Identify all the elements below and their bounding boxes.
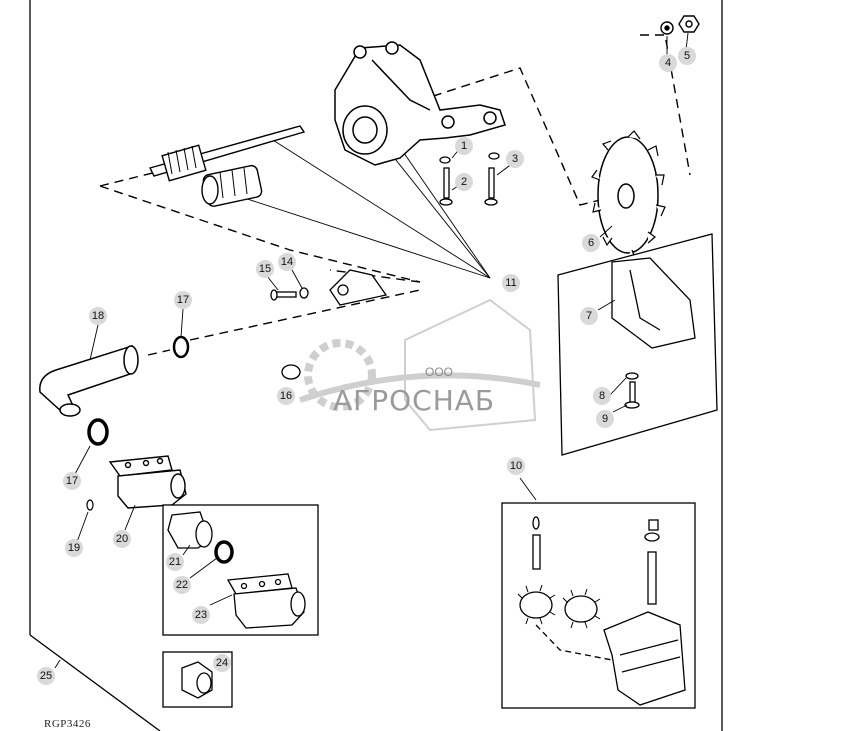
callout-11: 11	[502, 274, 520, 292]
callout-17-bottom: 17	[63, 472, 81, 490]
callout-21: 21	[166, 553, 184, 571]
watermark-line2: АГРОСНАБ	[333, 384, 496, 417]
callout-14: 14	[278, 253, 296, 271]
callout-17-top: 17	[174, 291, 192, 309]
shield-box	[557, 233, 718, 456]
callout-6: 6	[582, 234, 600, 252]
callout-leaders	[54, 32, 689, 669]
callout-10: 10	[507, 457, 525, 475]
callout-23: 23	[192, 606, 210, 624]
oil-pump-body	[334, 41, 506, 166]
callout-20: 20	[113, 530, 131, 548]
callout-1: 1	[455, 137, 473, 155]
callout-19: 19	[65, 539, 83, 557]
watermark-logo	[299, 298, 541, 432]
callout-9: 9	[596, 410, 614, 428]
callout-4: 4	[659, 54, 677, 72]
driven-gear	[591, 130, 666, 259]
adapter-box	[162, 504, 319, 636]
idler-gear	[201, 164, 263, 207]
elbow-fitting	[108, 455, 187, 509]
oil-pipe	[39, 344, 139, 417]
callout-18: 18	[89, 307, 107, 325]
callout-22: 22	[173, 576, 191, 594]
callout-8: 8	[593, 387, 611, 405]
nut-and-washer	[660, 15, 700, 35]
callout-15: 15	[256, 260, 274, 278]
bolts-2-3	[439, 152, 500, 206]
callout-2: 2	[455, 173, 473, 191]
callout-7: 7	[580, 307, 598, 325]
leader-lines-11	[234, 134, 491, 279]
dashed-assembly-lines	[99, 34, 691, 372]
bracket-parts	[270, 269, 388, 380]
callout-24: 24	[213, 654, 231, 672]
callout-5: 5	[678, 47, 696, 65]
drive-shaft	[148, 125, 306, 182]
watermark-line1: ООО	[425, 365, 454, 379]
pump-assembly-box	[501, 477, 696, 709]
frame-lines	[29, 0, 723, 731]
figure-code: RGP3426	[44, 718, 91, 730]
callout-3: 3	[506, 150, 524, 168]
callout-25: 25	[37, 667, 55, 685]
callout-16: 16	[277, 387, 295, 405]
